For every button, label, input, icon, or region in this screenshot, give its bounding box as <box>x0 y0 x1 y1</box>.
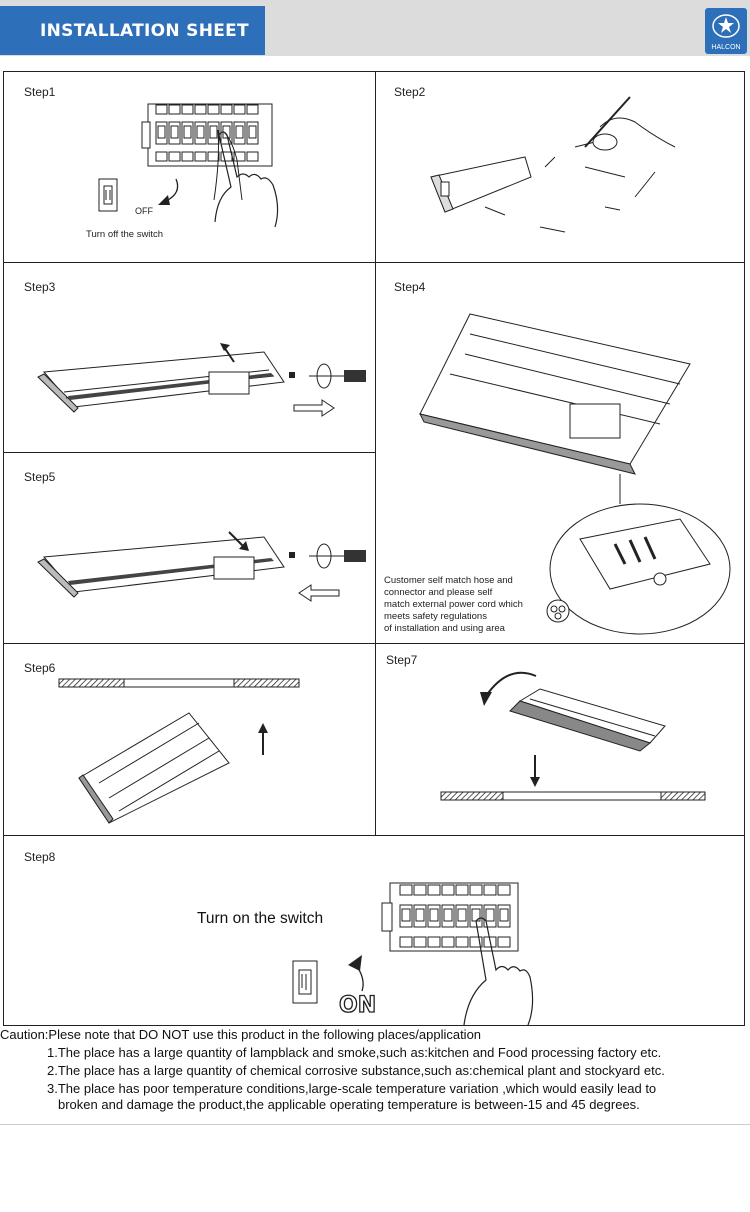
curved-arrow-icon <box>158 178 179 205</box>
step1-switch-state: OFF <box>135 206 153 216</box>
installation-grid: Step1 <box>3 71 745 1026</box>
ceiling-opening-illustration <box>440 791 706 801</box>
step5-label: Step5 <box>24 470 56 484</box>
troffer-rotate-illustration <box>509 688 666 752</box>
grid-divider-row4 <box>4 835 744 836</box>
brand-logo: HALCON <box>705 8 747 54</box>
step4-panel: Step4 <box>375 262 744 643</box>
step8-label: Step8 <box>24 850 56 864</box>
arrow-up-icon <box>258 723 268 755</box>
step3-panel: Step3 <box>4 262 375 452</box>
step8-switch-state: ON <box>338 992 377 1018</box>
grid-divider-row1 <box>4 262 744 263</box>
note-line: match external power cord which <box>384 599 523 610</box>
grid-divider-row3 <box>4 643 744 644</box>
curved-arrow-icon <box>348 955 364 992</box>
troffer-connector-illustration <box>419 313 731 635</box>
breaker-panel-illustration <box>141 103 273 201</box>
hand-pointer-icon <box>214 131 279 228</box>
arrow-left-icon <box>298 584 340 602</box>
grid-divider-row2-left <box>4 452 375 453</box>
step2-panel: Step2 <box>375 72 744 262</box>
header-bar: INSTALLATION SHEET HALCON <box>0 0 750 56</box>
step6-label: Step6 <box>24 661 56 675</box>
step4-label: Step4 <box>394 280 426 294</box>
page-title: INSTALLATION SHEET <box>0 6 265 55</box>
note-line: connector and please self <box>384 587 493 598</box>
troffer-insert-illustration <box>78 712 230 824</box>
breaker-panel-illustration <box>381 882 519 952</box>
wall-switch-off-icon <box>98 178 118 212</box>
note-line: Customer self match hose and <box>384 575 513 586</box>
step2-label: Step2 <box>394 85 426 99</box>
note-line: of installation and using area <box>384 623 505 634</box>
step5-panel: Step5 <box>4 452 375 643</box>
footer-divider <box>0 1124 750 1125</box>
arrow-down-icon <box>530 755 540 787</box>
step1-label: Step1 <box>24 85 56 99</box>
logo-star-icon <box>712 14 740 38</box>
caution-lead: Caution:Plese note that DO NOT use this … <box>0 1027 482 1042</box>
caution-item-continuation: broken and damage the product,the applic… <box>58 1097 640 1112</box>
saw-cutting-illustration <box>430 96 676 233</box>
luminaire-connect-illustration <box>37 531 285 598</box>
arrow-right-icon <box>293 399 335 417</box>
step7-label: Step7 <box>386 653 418 667</box>
step3-label: Step3 <box>24 280 56 294</box>
caution-item: 2.The place has a large quantity of chem… <box>47 1063 665 1078</box>
caution-item: 3.The place has poor temperature conditi… <box>47 1081 657 1096</box>
screwdriver-icon <box>289 363 366 389</box>
step8-caption: Turn on the switch <box>197 910 324 927</box>
wall-switch-on-icon <box>292 960 318 1004</box>
grid-divider-vertical <box>375 72 376 835</box>
hand-pointer-icon <box>463 917 534 1026</box>
curved-arrow-icon <box>480 671 537 706</box>
caution-item: 1.The place has a large quantity of lamp… <box>47 1045 662 1060</box>
cable-gland-icon <box>546 599 570 623</box>
step5-note: Customer self match hose and connector a… <box>384 575 544 635</box>
screwdriver-icon <box>289 543 366 569</box>
luminaire-wiring-illustration <box>37 343 285 413</box>
step6-panel: Step6 <box>4 643 375 835</box>
step8-panel: Step8 Turn on the switch <box>4 835 744 1026</box>
ceiling-opening-illustration <box>58 678 300 688</box>
note-line: meets safety regulations <box>384 611 487 622</box>
step1-panel: Step1 <box>4 72 375 262</box>
step1-caption: Turn off the switch <box>86 229 164 240</box>
logo-text: HALCON <box>711 44 741 51</box>
step7-panel: Step7 <box>375 643 744 835</box>
